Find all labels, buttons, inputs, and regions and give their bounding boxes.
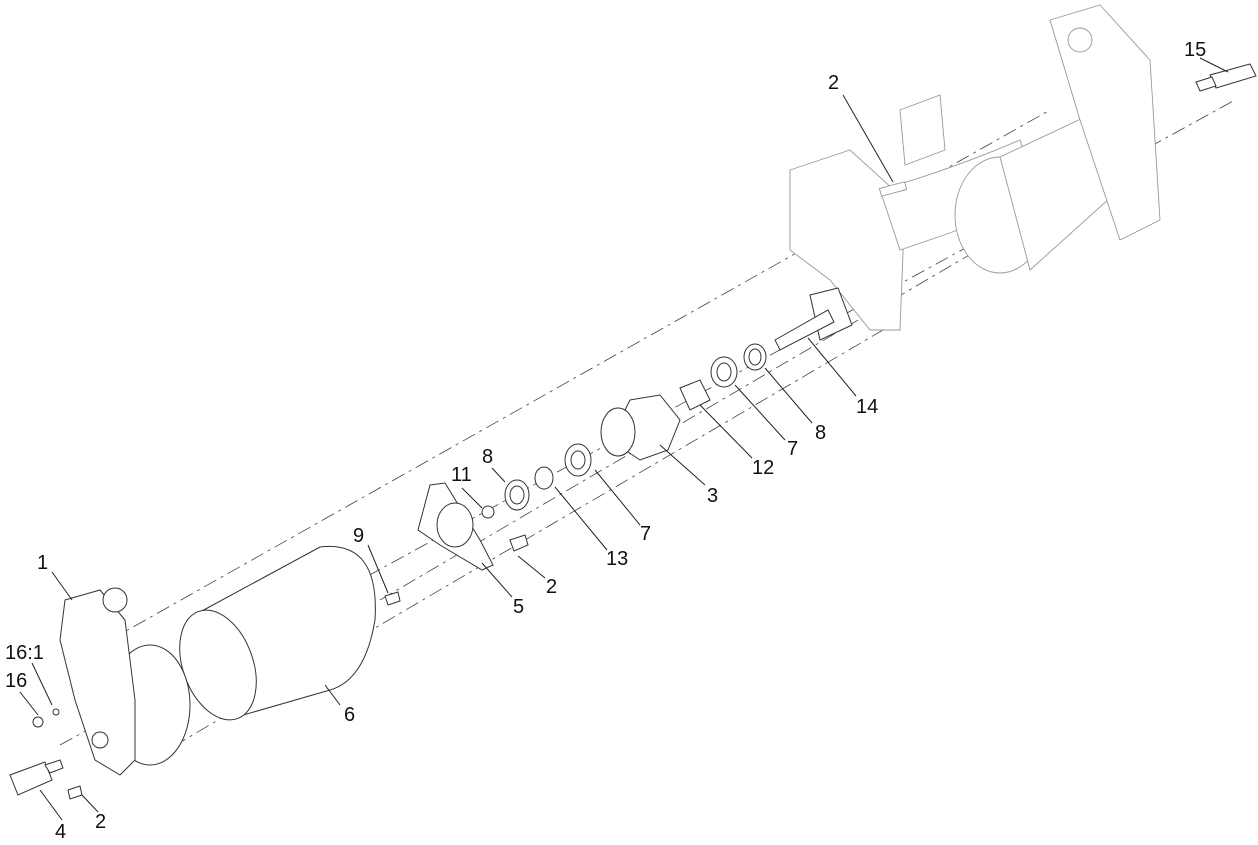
callout-14: 14 <box>856 396 879 418</box>
small-hardware <box>9 708 83 800</box>
assembled-reel-reference <box>789 4 1161 331</box>
callout-6: 6 <box>344 704 356 726</box>
callout-12: 12 <box>752 457 775 479</box>
callout-8-left: 8 <box>482 446 494 468</box>
part-14-shaft <box>774 287 853 351</box>
callout-16: 16 <box>5 670 28 692</box>
callout-16-1: 16:1 <box>5 642 44 664</box>
callout-8-right: 8 <box>815 422 827 444</box>
callout-4: 4 <box>55 821 67 843</box>
leader-lines <box>19 57 1229 821</box>
callout-7-left: 7 <box>640 523 652 545</box>
callout-3: 3 <box>707 485 719 507</box>
part-6-shroud <box>179 545 376 721</box>
bearing-stack <box>481 343 767 519</box>
callout-2-lower: 2 <box>95 811 107 833</box>
callout-7-right: 7 <box>787 438 799 460</box>
callout-9: 9 <box>353 525 365 547</box>
callout-2-upper: 2 <box>828 72 840 94</box>
callout-2-middle: 2 <box>546 576 558 598</box>
part-5-plate <box>384 482 529 606</box>
part-1-gearbox <box>59 587 191 776</box>
callout-5: 5 <box>513 596 525 618</box>
callout-15: 15 <box>1184 39 1207 61</box>
callout-11: 11 <box>451 464 472 486</box>
callout-1: 1 <box>37 552 49 574</box>
callout-13: 13 <box>606 548 629 570</box>
part-15-pin <box>1195 63 1257 92</box>
